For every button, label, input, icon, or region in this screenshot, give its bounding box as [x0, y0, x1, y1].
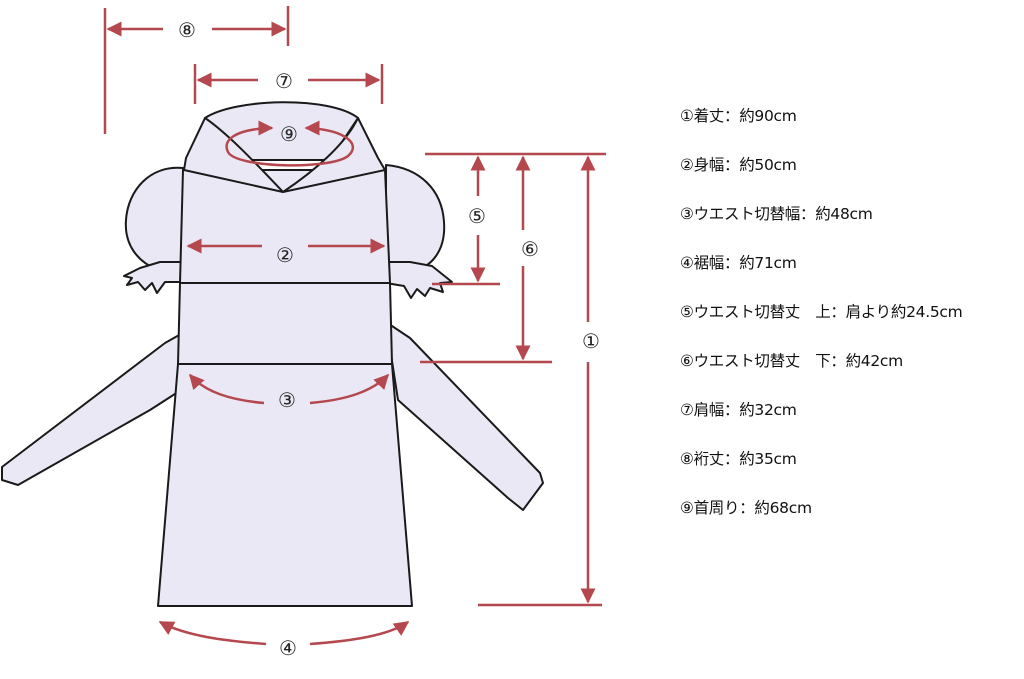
left-sleeve [1, 329, 189, 486]
legend-item-1: ①着丈：約90cm [680, 107, 797, 125]
dim-4-arrow-right [309, 620, 410, 646]
left-puff-ruffle [123, 261, 184, 294]
legend-item-4: ④裾幅：約71cm [680, 254, 797, 272]
marker-6: ⑥ [521, 237, 539, 261]
marker-5: ⑤ [468, 204, 486, 228]
marker-9: ⑨ [280, 122, 298, 146]
marker-8: ⑧ [178, 18, 196, 42]
right-sleeve [385, 321, 544, 511]
collar-right-flap [282, 117, 386, 193]
marker-4: ④ [279, 636, 297, 660]
measurement-markers: ⑧ ⑦ ⑨ ② ③ ④ ⑤ ⑥ ① [178, 18, 600, 660]
right-puff-ruffle [385, 261, 453, 299]
skirt [157, 363, 413, 607]
measurement-legend: ①着丈：約90cm ②身幅：約50cm ③ウエスト切替幅：約48cm ④裾幅：約… [680, 104, 1020, 545]
right-puff-sleeve [385, 164, 446, 273]
dim-3-arrow-right [309, 373, 390, 405]
marker-3: ③ [278, 388, 296, 412]
garment-illustration [1, 101, 544, 607]
dim-9-ellipse [225, 126, 355, 167]
legend-item-7: ⑦肩幅：約32cm [680, 401, 797, 419]
left-puff-sleeve [124, 166, 184, 273]
legend-item-3: ③ウエスト切替幅：約48cm [680, 205, 873, 223]
legend-item-6: ⑥ウエスト切替丈 下：約42cm [680, 352, 903, 370]
waist-section [177, 282, 393, 365]
dim-4-arrow-left [158, 620, 267, 646]
legend-item-2: ②身幅：約50cm [680, 156, 797, 174]
dim-3-arrow-left [189, 373, 265, 405]
marker-7: ⑦ [275, 69, 293, 93]
collar-left-flap [183, 117, 284, 193]
legend-item-8: ⑧裄丈：約35cm [680, 450, 797, 468]
legend-item-9: ⑨首周り：約68cm [680, 499, 812, 517]
marker-1: ① [582, 329, 600, 353]
marker-2: ② [276, 243, 294, 267]
measurement-lines [103, 6, 606, 646]
legend-item-5: ⑤ウエスト切替丈 上：肩より約24.5cm [680, 303, 963, 321]
